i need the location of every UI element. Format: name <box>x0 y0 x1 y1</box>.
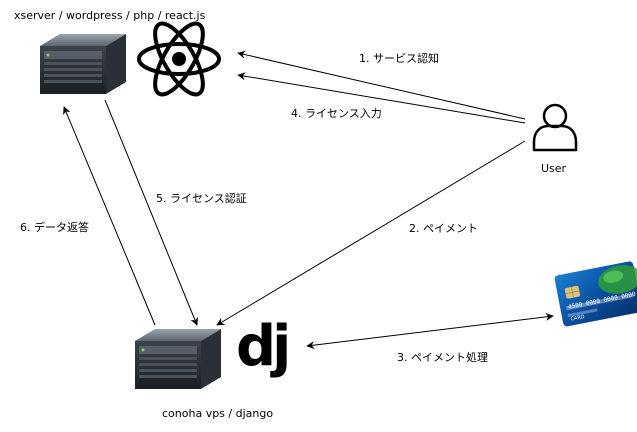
arrow-license-verify <box>104 99 198 326</box>
card-brand: CARD <box>570 314 585 323</box>
user-icon <box>532 103 578 152</box>
arrow-label-payment: 2. ペイメント <box>409 222 478 235</box>
django-logo-icon: dj <box>236 314 291 379</box>
xserver-server-icon <box>40 34 126 94</box>
arrow-label-data-response: 6. データ返答 <box>20 221 89 234</box>
arrow-label-license-verify: 5. ライセンス認証 <box>156 192 247 205</box>
conoha-stack-label: conoha vps / django <box>162 407 274 420</box>
xserver-stack-label: xserver / wordpress / php / react.js <box>14 9 206 22</box>
arrow-label-service-auth: 1. サービス認知 <box>359 52 439 65</box>
arrow-payment <box>216 140 526 326</box>
arrows <box>63 50 554 350</box>
arrow-payment-processing <box>306 312 554 350</box>
arrow-license-input <box>237 72 526 124</box>
arrow-label-license-input: 4. ライセンス入力 <box>291 107 382 120</box>
conoha-server-icon <box>135 329 221 389</box>
arrow-label-payment-processing: 3. ペイメント処理 <box>397 351 488 364</box>
arrow-service-auth <box>237 50 526 120</box>
react-logo-icon <box>137 21 221 97</box>
user-label: User <box>541 162 567 175</box>
arrow-data-response <box>63 106 156 326</box>
